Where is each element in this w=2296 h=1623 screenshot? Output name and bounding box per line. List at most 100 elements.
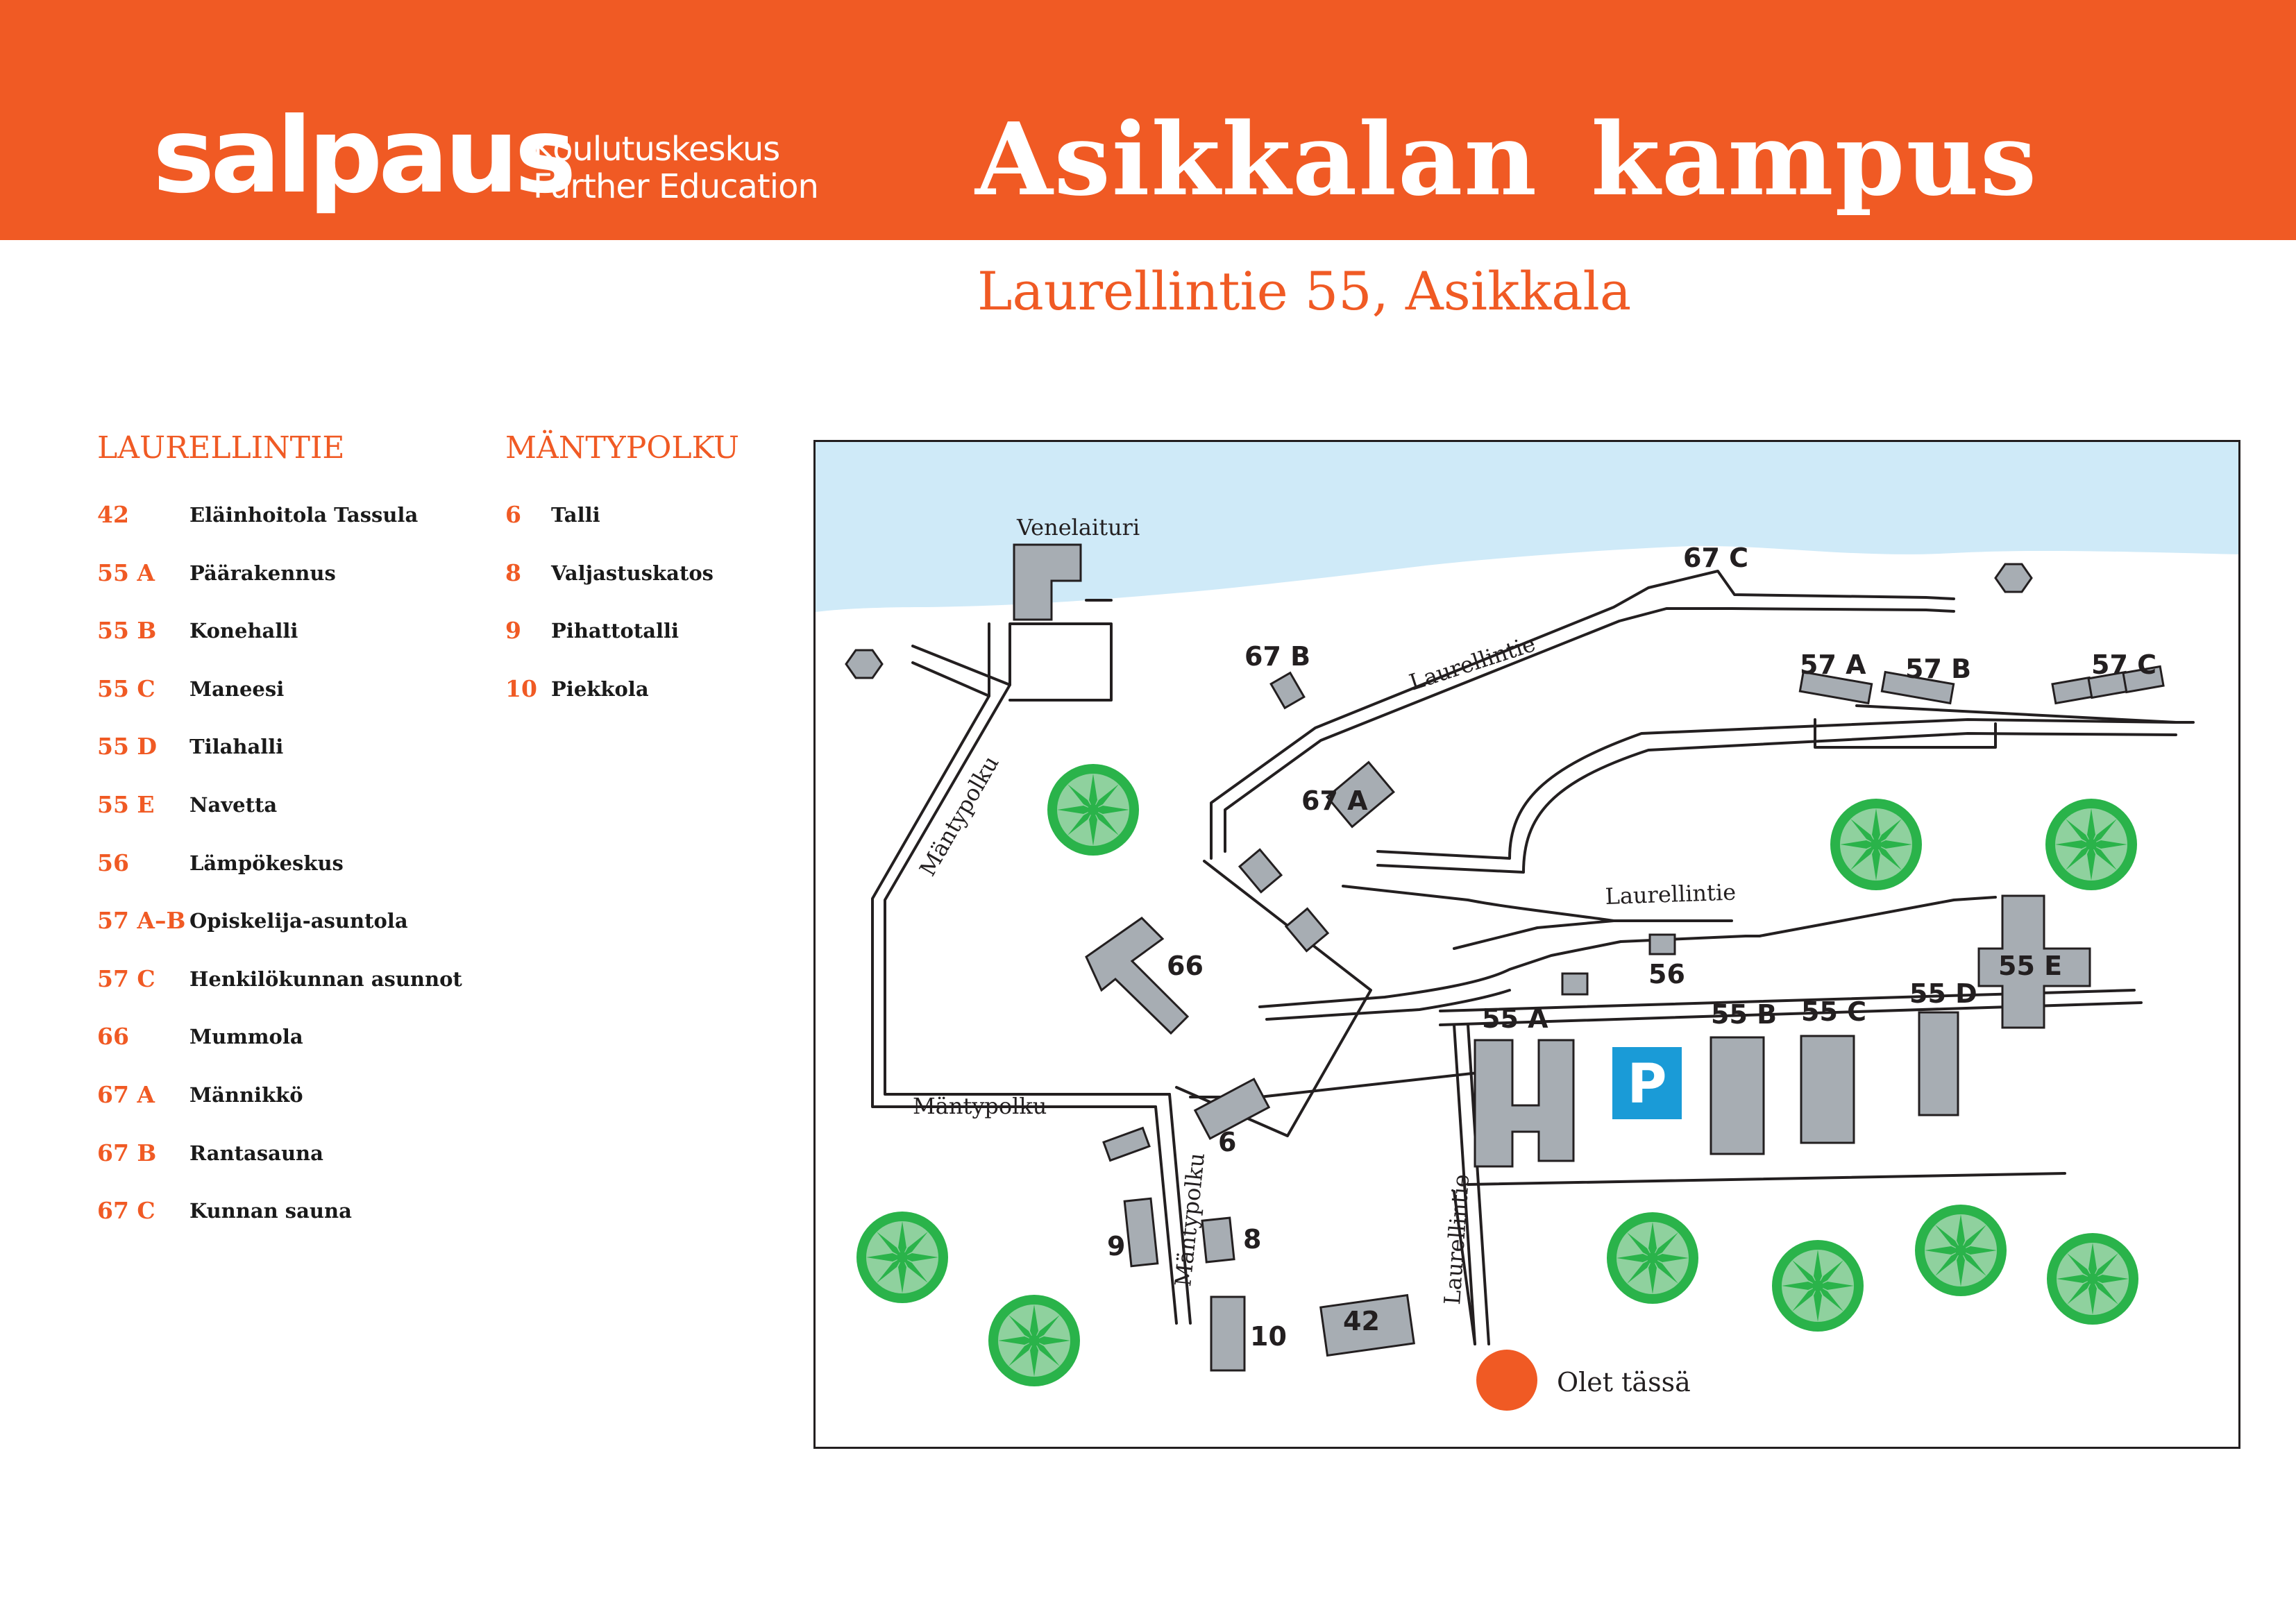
legend-item-name: Mummola (189, 1025, 303, 1049)
building-label-55a: 55 A (1482, 1003, 1548, 1034)
legend-item-number: 55 D (97, 733, 158, 760)
hexagon-marker-icon (845, 649, 884, 679)
lake-water (816, 442, 2238, 612)
legend-item-number: 67 C (97, 1197, 155, 1225)
building-label-66: 66 (1167, 951, 1204, 981)
building-label-9: 9 (1107, 1231, 1125, 1261)
tree-icon (1830, 799, 1922, 890)
legend-item-number: 42 (97, 501, 129, 528)
label-venelaituri: Venelaituri (1016, 514, 1140, 541)
header-banner: salpaus Koulutuskeskus Further Education… (0, 0, 2296, 240)
building-10 (1210, 1295, 1246, 1372)
parking-label: P (1627, 1053, 1666, 1116)
legend-item-number: 8 (505, 559, 521, 586)
building-6-annex (1102, 1126, 1151, 1162)
legend-heading-laurellintie: LAURELLINTIE (97, 430, 345, 466)
legend-item-name: Tilahalli (189, 735, 284, 759)
legend-heading-mantypolku: MÄNTYPOLKU (505, 430, 740, 466)
label-laurellintie-center: Laurellintie (1605, 878, 1737, 910)
building-67a (1326, 760, 1395, 829)
buildings (1013, 543, 2165, 1372)
building-42 (1319, 1293, 1415, 1357)
tree-icon (1607, 1212, 1698, 1304)
building-label-57b: 57 B (1905, 654, 1971, 684)
building-label-67b: 67 B (1244, 641, 1310, 672)
building-label-55d: 55 D (1909, 978, 1977, 1009)
legend-item-name: Navetta (189, 793, 278, 817)
building-label-56: 56 (1648, 959, 1685, 989)
tree-icon (1772, 1240, 1864, 1332)
salpaus-logo: salpaus (153, 96, 577, 216)
building-55c (1800, 1035, 1855, 1144)
building-57c (2051, 676, 2094, 705)
legend-item-number: 67 A (97, 1081, 155, 1108)
logo-subtitle-line1: Koulutuskeskus (533, 130, 780, 169)
legend-item-number: 55 A (97, 559, 155, 586)
building-label-57c: 57 C (2091, 649, 2156, 680)
building-6 (1193, 1078, 1271, 1140)
building-8 (1201, 1216, 1235, 1264)
building-57c (2122, 665, 2165, 694)
tree-icon (988, 1295, 1080, 1386)
legend-item-number: 67 B (97, 1139, 157, 1166)
hexagon-marker-icon (1994, 563, 2033, 593)
legend-item-name: Piekkola (551, 677, 649, 701)
building-66 (1085, 917, 1190, 1035)
legend-item-name: Eläinhoitola Tassula (189, 503, 419, 527)
legend-item-name: Maneesi (189, 677, 285, 701)
building-55b (1710, 1036, 1765, 1155)
page-title: Asikkalan kampus (975, 101, 2038, 218)
building-56 (1648, 933, 1676, 955)
building-56-annex (1561, 972, 1589, 996)
you-are-here-label: Olet tässä (1557, 1367, 1691, 1397)
campus-map-drawing: P Olet tässä Venelaituri Laurellintie La… (816, 442, 2238, 1411)
building-55d (1918, 1011, 1959, 1116)
legend-item-name: Männikkö (189, 1083, 303, 1107)
building-57a (1798, 670, 1873, 705)
building-55e (1977, 894, 2091, 1029)
tree-icon (856, 1212, 948, 1303)
legend-item-number: 55 E (97, 791, 155, 818)
you-are-here-marker-icon (1476, 1350, 1537, 1411)
legend-item-name: Kunnan sauna (189, 1199, 352, 1223)
tree-icon (1915, 1205, 2007, 1296)
legend-item-number: 10 (505, 674, 537, 702)
legend-item-name: Opiskelija-asuntola (189, 909, 408, 933)
building-label-42: 42 (1343, 1306, 1380, 1336)
building-label-8: 8 (1243, 1224, 1261, 1255)
legend-item-name: Päärakennus (189, 561, 336, 585)
building-label-10: 10 (1250, 1321, 1287, 1352)
building-label-6: 6 (1218, 1127, 1236, 1157)
tree-icon (1047, 764, 1139, 856)
legend-item-number: 55 B (97, 617, 157, 645)
building-67b (1269, 671, 1306, 710)
building-67a-annex (1284, 907, 1330, 953)
building-label-67c: 67 C (1683, 543, 1748, 573)
tree-icon (2045, 799, 2137, 890)
legend-item-number: 57 A–B (97, 907, 186, 935)
legend-item-name: Rantasauna (189, 1141, 323, 1165)
building-label-55e: 55 E (1998, 951, 2062, 981)
legend-item-name: Konehalli (189, 619, 298, 643)
parking-icon: P (1612, 1047, 1682, 1119)
logo-subtitle-line2: Further Education (533, 167, 819, 206)
legend-item-name: Talli (551, 503, 600, 527)
legend-item-number: 9 (505, 617, 521, 645)
label-laurellintie-south: Laurellintie (1439, 1173, 1474, 1306)
building-label-67a: 67 A (1301, 785, 1368, 816)
building-venelaituri (1013, 543, 1082, 621)
legend-item-name: Henkilökunnan asunnot (189, 967, 462, 991)
legend-item-number: 57 C (97, 965, 155, 992)
legend-item-name: Valjastuskatos (551, 561, 714, 585)
legend-item-number: 56 (97, 849, 129, 876)
label-mantypolku-west: Mäntypolku (913, 1093, 1047, 1119)
campus-address: Laurellintie 55, Asikkala (977, 260, 1632, 322)
label-laurellintie-north: Laurellintie (1406, 630, 1539, 695)
tree-icon (2047, 1233, 2138, 1325)
legend-item-number: 55 C (97, 674, 155, 702)
roads (871, 570, 2195, 1345)
building-label-57a: 57 A (1800, 649, 1866, 680)
legend-item-number: 6 (505, 501, 521, 528)
building-67a-annex (1238, 848, 1283, 894)
building-57b (1880, 670, 1955, 705)
